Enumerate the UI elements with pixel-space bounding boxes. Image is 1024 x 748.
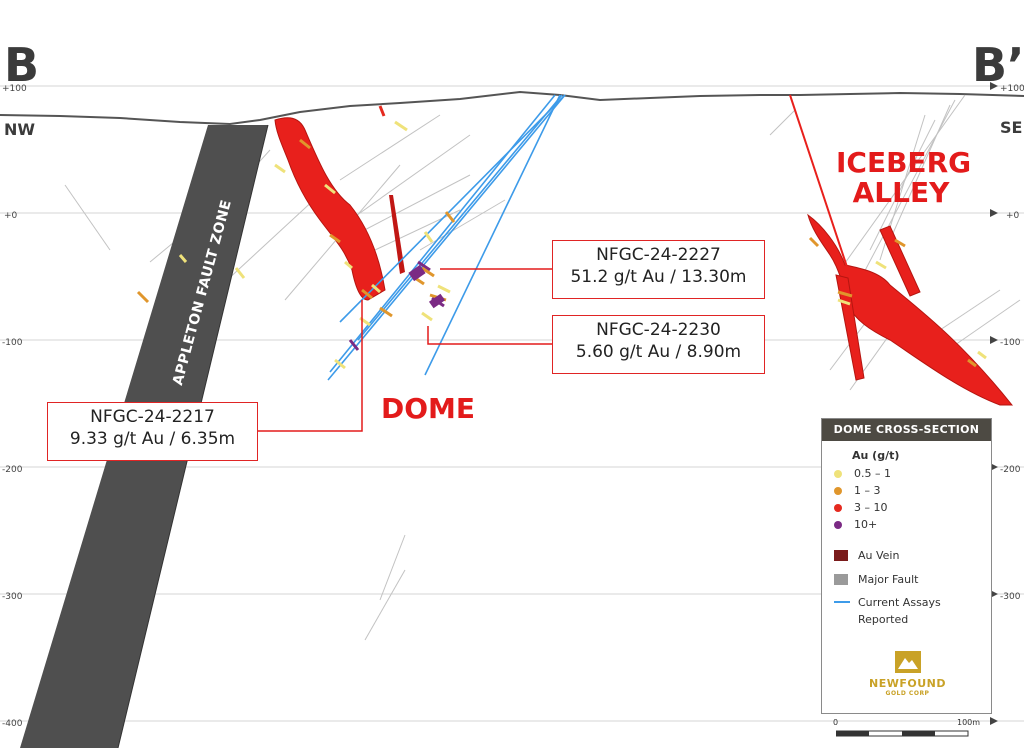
section-end-label: B’ — [972, 38, 1024, 92]
elevation-ticks — [990, 82, 998, 725]
legend-grade-header: Au (g/t) — [852, 449, 900, 462]
legend-title: DOME CROSS-SECTION — [822, 419, 991, 441]
fault-swatch-icon — [834, 573, 848, 585]
callout-2217-hole: NFGC-24-2217 — [90, 407, 215, 427]
iceberg-vein-main — [807, 213, 1014, 406]
elev-left-minus100: -100 — [2, 338, 23, 348]
drill-trace-2217 — [339, 94, 566, 323]
legend-grade-2-label: 1 – 3 — [854, 484, 881, 497]
leader-2230 — [427, 326, 552, 345]
callout-2227-hole: NFGC-24-2227 — [596, 245, 721, 265]
elev-left-0: +0 — [4, 211, 18, 221]
legend-current-assays-2: Reported — [858, 611, 991, 627]
legend-panel: DOME CROSS-SECTION Au (g/t) 0.5 – 1 1 – … — [821, 418, 992, 714]
drill-trace-2227 — [327, 94, 566, 381]
mountain-logo-icon — [894, 651, 921, 673]
legend-au-vein: Au Vein — [834, 543, 991, 567]
elev-right-minus300: -300 — [1000, 592, 1021, 602]
zone-label-dome-line1: DOME — [380, 392, 476, 425]
callout-2217: NFGC-24-2217 9.33 g/t Au / 6.35m — [47, 402, 258, 461]
leader-2217 — [258, 300, 363, 432]
scale-bar — [836, 730, 969, 737]
current-drill-traces — [327, 94, 566, 381]
grade-dot-icon — [834, 520, 842, 529]
legend-grade-2: 1 – 3 — [834, 482, 991, 499]
assay-intervals — [136, 105, 987, 370]
scale-start-label: 0 — [833, 718, 839, 727]
iceberg-fault-trace — [789, 94, 849, 271]
direction-right: SE — [1000, 118, 1023, 137]
legend-grade-1: 0.5 – 1 — [834, 465, 991, 482]
drill-trace-2230 — [424, 94, 561, 376]
callout-2227: NFGC-24-2227 51.2 g/t Au / 13.30m — [552, 240, 765, 299]
direction-left: NW — [4, 120, 36, 139]
callout-leaders — [258, 268, 552, 432]
drill-trace-b — [329, 94, 556, 373]
logo-name: NEWFOUND — [869, 677, 946, 690]
legend-major-fault-label: Major Fault — [858, 572, 919, 586]
legend-current-assays: Current Assays — [834, 593, 991, 611]
logo-sub: GOLD CORP — [885, 690, 930, 697]
zone-label-iceberg: ICEBERG ALLEY — [836, 146, 972, 209]
grade-dot-icon — [834, 503, 842, 512]
company-logo: NEWFOUND GOLD CORP — [822, 651, 993, 697]
legend-current-assays-label: Current Assays — [858, 595, 941, 609]
iceberg-vein-upper — [879, 225, 921, 297]
callout-2230-result: 5.60 g/t Au / 8.90m — [575, 342, 742, 362]
legend-au-vein-label: Au Vein — [858, 548, 900, 562]
section-start-label: B — [4, 38, 40, 92]
dome-vein-main — [274, 117, 386, 301]
zone-label-iceberg-line1: ICEBERG — [836, 146, 972, 179]
grade-dot-icon — [834, 486, 842, 495]
assay-highlight-2227 — [408, 264, 426, 282]
drill-line-icon — [834, 601, 850, 603]
legend-grade-3: 3 – 10 — [834, 499, 991, 516]
assay-highlight-2230 — [428, 293, 446, 309]
dome-vein-thin — [389, 195, 405, 274]
scale-end-label: 100m — [957, 718, 981, 727]
legend-grade-1-label: 0.5 – 1 — [854, 467, 891, 480]
callout-2230: NFGC-24-2230 5.60 g/t Au / 8.90m — [552, 315, 765, 374]
zone-label-iceberg-line2: ALLEY — [852, 176, 950, 209]
legend-grade-4-label: 10+ — [854, 518, 878, 531]
elev-right-minus100: -100 — [1000, 338, 1021, 348]
grade-dot-icon — [834, 469, 842, 478]
topography-line — [0, 90, 1024, 126]
elev-right-plus100: +100 — [1000, 84, 1024, 94]
elev-right-0: +0 — [1006, 211, 1020, 221]
legend-grade-4: 10+ — [834, 516, 991, 533]
callout-2227-result: 51.2 g/t Au / 13.30m — [570, 267, 747, 287]
callout-2230-hole: NFGC-24-2230 — [596, 320, 721, 340]
callout-2217-result: 9.33 g/t Au / 6.35m — [69, 429, 236, 449]
elev-left-minus200: -200 — [2, 465, 23, 475]
zone-label-dome: DOME — [378, 394, 478, 424]
drill-trace-a — [357, 94, 563, 341]
legend-current-assays-label2: Reported — [858, 612, 909, 626]
legend-grade-3-label: 3 – 10 — [854, 501, 888, 514]
legend-major-fault: Major Fault — [834, 567, 991, 591]
elev-right-minus200: -200 — [1000, 465, 1021, 475]
elev-left-plus100: +100 — [2, 84, 27, 94]
historic-drill-traces — [64, 94, 1021, 641]
vein-swatch-icon — [834, 549, 848, 561]
elev-left-minus400: -400 — [2, 719, 23, 729]
elev-left-minus300: -300 — [2, 592, 23, 602]
